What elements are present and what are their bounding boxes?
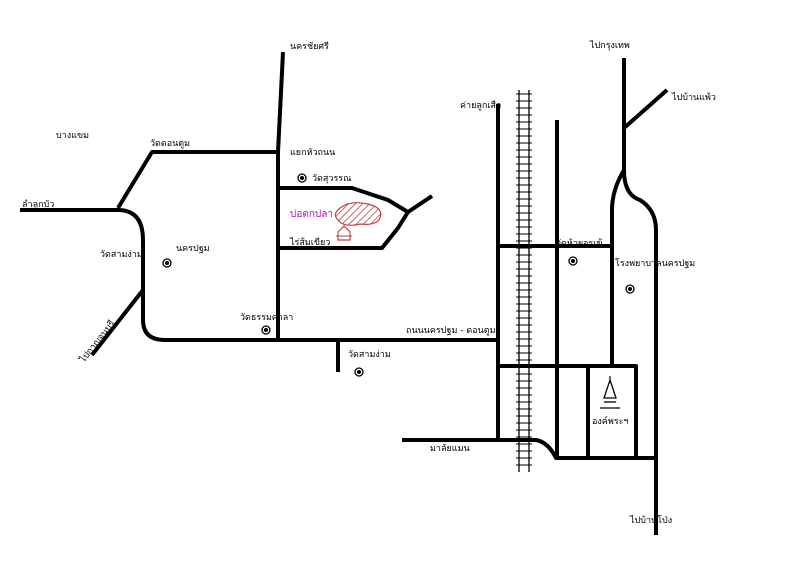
label-diag: ไปกาญจนบุรี — [77, 318, 117, 365]
label-wat-top: วัดดอนตูม — [150, 139, 190, 149]
label-wat-lower-1: วัดธรรมศาลา — [240, 313, 293, 323]
label-ban-lam: บางแขม — [56, 131, 89, 141]
pond-icon — [334, 202, 382, 241]
label-bottom-right: ไปบ้านโป่ง — [629, 515, 672, 526]
label-wat-left-mid: วัดสามง่าม — [100, 250, 143, 260]
temple-marker-icon — [162, 173, 635, 377]
road-inner-spur — [406, 194, 434, 214]
label-top-right-2: ไปบ้านแพ้ว — [671, 92, 716, 103]
label-chedi: องค์พระฯ — [592, 415, 628, 427]
label-road-name: ถนนนครปฐม - ดอนตูม — [406, 326, 496, 336]
label-top-right-1: ไปกรุงเทพ — [589, 40, 630, 51]
label-west: ลำลูกบัว — [22, 199, 54, 210]
label-wat-lower-2: วัดสามง่าม — [348, 350, 391, 360]
road-northeast — [622, 88, 669, 130]
railway-icon — [516, 90, 532, 472]
road-north — [276, 51, 285, 340]
label-lao-sai: ไร่ส้มเขียว — [289, 237, 330, 248]
label-wat-chorakhe: วัดห้วยจรเข้ — [556, 238, 603, 249]
label-hospital: โรงพยาบาลนครปฐม — [615, 258, 695, 269]
label-camp: ค่ายลูกเสือ — [460, 100, 501, 111]
label-nakhon-mid: นครปฐม — [176, 244, 210, 254]
label-marker-top: แยกหัวถนน — [290, 148, 335, 158]
label-north: นครชัยศรี — [290, 41, 329, 52]
road-southwest — [90, 288, 145, 357]
road-loop — [117, 208, 498, 342]
label-south-junction: มาลัยแมน — [430, 444, 470, 454]
label-wat-pond: วัดสุวรรณ — [312, 174, 351, 184]
road-top-left — [116, 150, 280, 210]
road-highway-left — [610, 168, 626, 366]
road-highway — [622, 58, 658, 535]
label-pond: บ่อตกปลา — [290, 209, 333, 220]
chedi-icon — [600, 376, 620, 409]
